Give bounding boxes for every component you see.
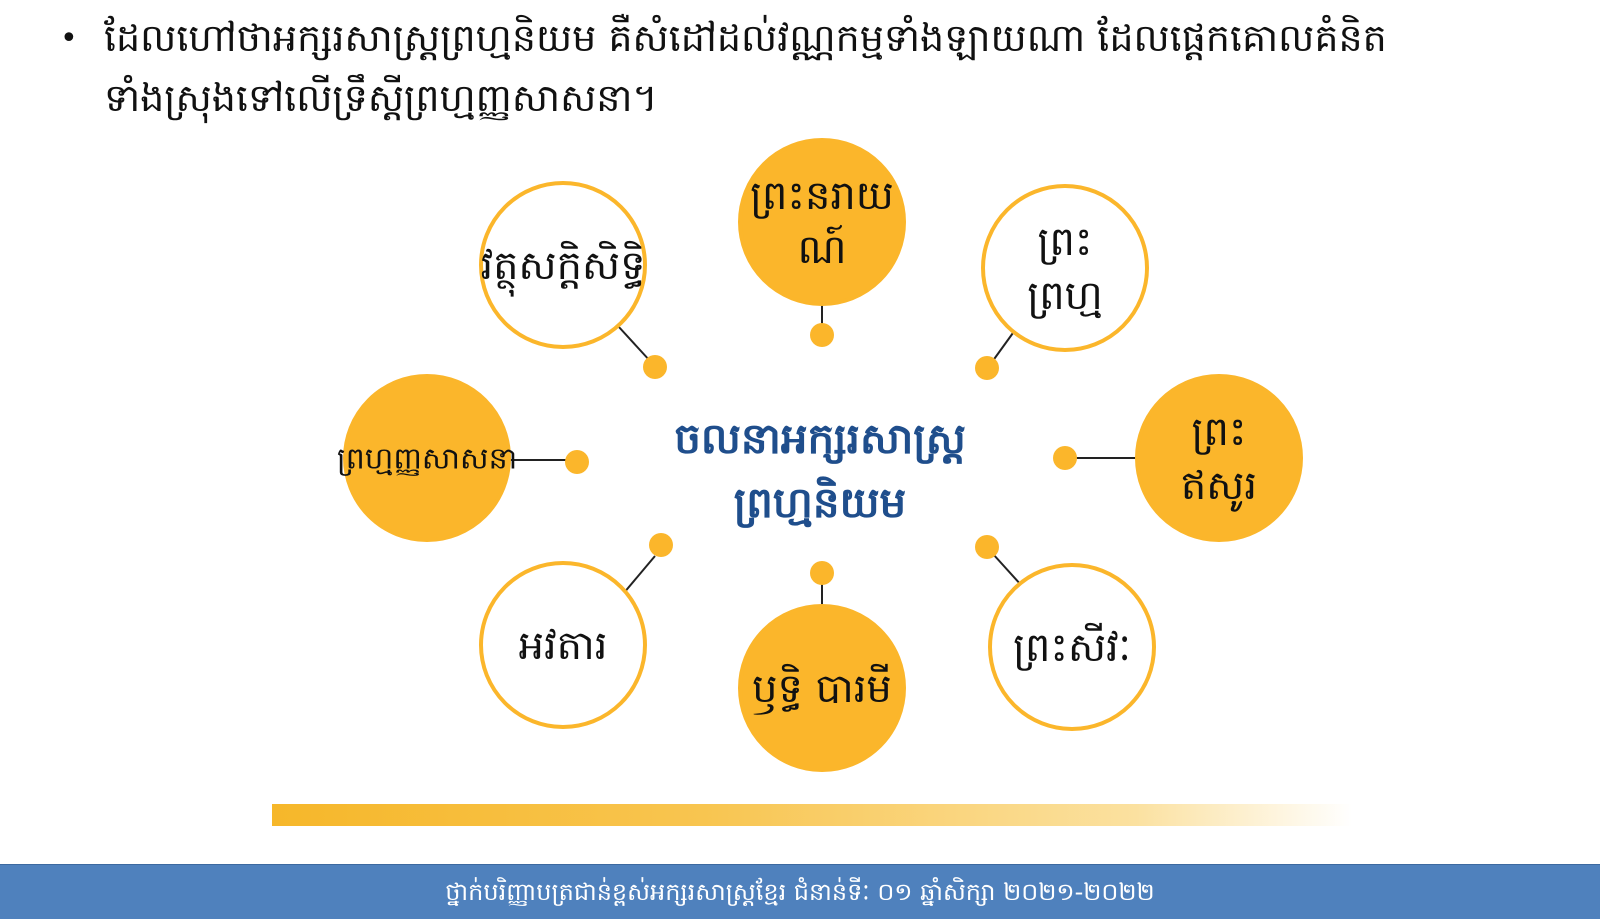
diagram-connectors [508,300,1136,612]
connector-dot-rithi [810,561,834,585]
decorative-gradient-bar [272,804,1352,826]
node-label-prohmanh-0: ព្រហ្មញ្ញសាសនា [337,442,517,477]
node-label-phreak-prum-0: ព្រះ [1038,219,1093,265]
connector-line-phreak-seyvak [992,553,1023,587]
bullet-paragraph: • ដែលហៅថាអក្សរសាស្ត្រព្រហ្មនិយម គឺសំដៅដល… [60,8,1540,128]
connector-dot-prohmanh [565,450,589,474]
node-label-avatar-0: អវតារ [519,623,608,669]
bullet-text-line1: ដែលហៅថាអក្សរសាស្ត្រព្រហ្មនិយម គឺសំដៅដល់វ… [104,16,1387,60]
node-label-phreak-eysaur-0: ព្រះ [1192,409,1247,455]
center-label-line1: ចលនាអក្សរសាស្ត្រ [674,414,966,464]
node-circle-rithi [738,604,906,772]
node-label-phreak-prum-1: ព្រហ្ម [1027,273,1102,319]
connector-dot-vatthu [643,355,667,379]
connector-line-avatar [622,555,656,595]
node-circle-phreak-eysaur [1135,374,1303,542]
footer-banner: ថ្នាក់បរិញ្ញាបត្រជាន់ខ្ពស់អក្សរសាស្ត្រខ្… [0,864,1600,919]
connector-dot-phreak-prum [975,356,999,380]
connector-dot-phreak-noreay [810,323,834,347]
node-circle-phreak-prum [981,184,1149,352]
node-label-phreak-noreay-1: ណ៍ [798,224,847,273]
node-circle-phreak-seyvak [988,563,1156,731]
node-circle-avatar [479,561,647,729]
bullet-marker: • [60,21,78,56]
node-label-phreak-eysaur-1: ឥសូរ [1181,463,1257,512]
node-circle-prohmanh [343,374,511,542]
node-circle-vatthu [479,181,647,349]
diagram-center: ចលនាអក្សរសាស្ត្រ ព្រហ្មនិយម [674,414,966,528]
node-label-phreak-seyvak-0: ព្រះសីវៈ [1013,622,1131,671]
center-label-line2: ព្រហ្មនិយម [734,476,906,528]
node-label-vatthu-0: វត្ថុសក្ដិសិទ្ធិ [480,240,645,297]
footer-text: ថ្នាក់បរិញ្ញាបត្រជាន់ខ្ពស់អក្សរសាស្ត្រខ្… [445,878,1155,906]
bullet-text-line2: ទាំងស្រុងទៅលើទ្រឹស្ដីព្រហ្មញ្ញសាសនា។ [104,76,658,120]
connector-dot-avatar [649,533,673,557]
connector-dot-phreak-seyvak [975,535,999,559]
connector-dot-phreak-eysaur [1053,446,1077,470]
node-label-rithi-0: ឫទ្ធិ បារមី [752,663,892,715]
connector-line-vatthu [617,325,652,363]
node-label-phreak-noreay-0: ព្រះនរាយ [750,173,894,219]
node-circle-phreak-noreay [738,138,906,306]
diagram-nodes: វត្ថុសក្ដិសិទ្ធិព្រះនរាយណ៍ព្រះព្រហ្មព្រហ… [337,138,1303,772]
